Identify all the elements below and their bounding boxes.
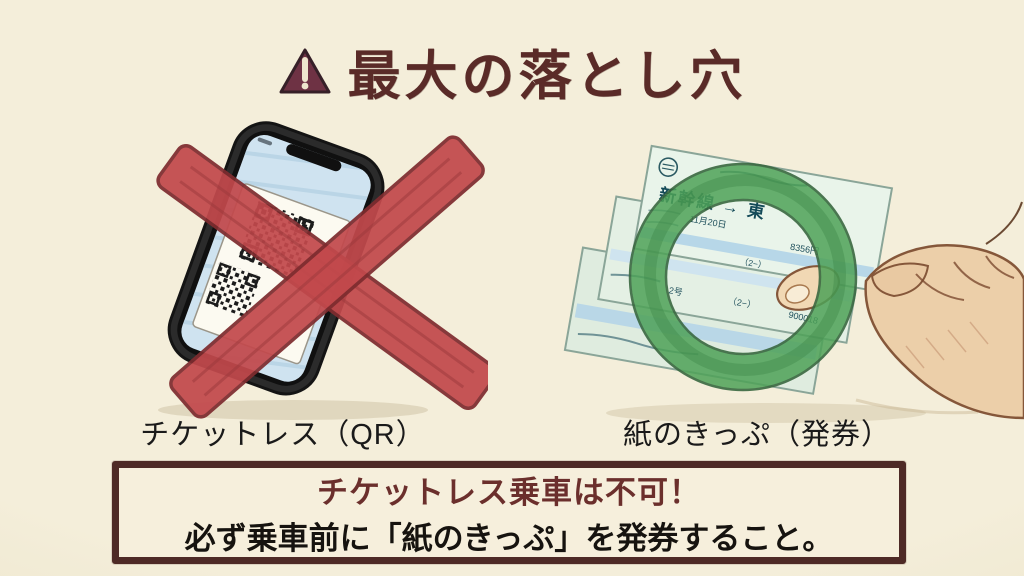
paper-tickets-illustration: 2号 （2−） 900018 新幹線 → 東 11月20日 8356円 （2−）…	[563, 144, 1024, 423]
warning-triangle-icon	[279, 48, 330, 94]
status-time-smudge	[257, 137, 273, 146]
thumbnail	[785, 284, 810, 304]
page-title: 最大の落とし穴	[0, 34, 1024, 110]
ticket-seat-back-text: （2−）	[727, 296, 757, 311]
finger-outline	[985, 201, 1023, 245]
smartphone-ticketless-illustration	[156, 121, 488, 420]
ticket-seat-front-text: （2−）	[739, 256, 767, 270]
page-title-text: 最大の落とし穴	[347, 47, 747, 106]
right-figure-label: 紙のきっぷ（発券）	[623, 419, 891, 451]
left-figure-label: チケットレス（QR）	[140, 419, 426, 451]
warning-banner: チケットレス乗車は不可！ 必ず乗車前に「紙のきっぷ」を発券すること。	[112, 461, 906, 564]
hand-shading	[905, 321, 989, 369]
banner-line-1: チケットレス乗車は不可！	[317, 475, 701, 510]
green-circle-mark	[628, 162, 858, 392]
phone-shadow	[158, 400, 428, 420]
knuckle-lines	[915, 255, 1015, 301]
banner-line-2: 必ず乗車前に「紙のきっぷ」を発券すること。	[184, 521, 834, 556]
ticket-stamp-icon	[658, 157, 679, 177]
hand-shadow-scribble	[855, 398, 979, 415]
qr-code-small-icon	[204, 261, 262, 318]
tickets-shadow	[606, 403, 926, 423]
ticket-train-text: 2号	[668, 285, 684, 297]
curled-finger	[870, 262, 930, 298]
red-cross-mark	[156, 135, 488, 419]
phone-notch	[286, 144, 342, 172]
